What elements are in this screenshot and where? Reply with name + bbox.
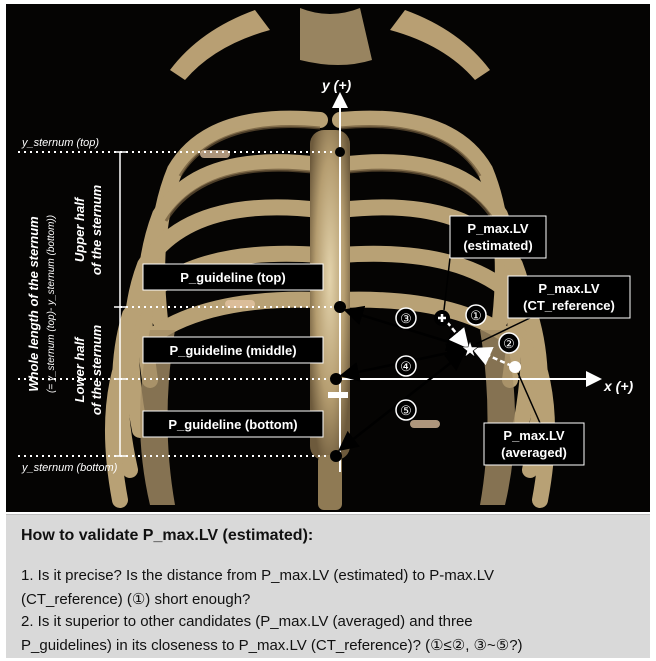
guideline-bottom-marker bbox=[330, 450, 342, 462]
svg-text:②: ② bbox=[503, 336, 515, 351]
ct-reference-label-box: P_max.LV (CT_reference) bbox=[508, 276, 630, 318]
ct-reference-label-2: (CT_reference) bbox=[523, 298, 615, 313]
whole-length-label: Whole length of the sternum bbox=[26, 216, 41, 392]
averaged-label-1: P_max.LV bbox=[503, 428, 565, 443]
upper-half-label-2: of the sternum bbox=[89, 184, 104, 275]
sternum-top-label: y_sternum (top) bbox=[21, 137, 99, 149]
lower-half-label-1: Lower half bbox=[72, 336, 87, 403]
y-axis-label: y (+) bbox=[321, 77, 352, 93]
guideline-bottom-box: P_guideline (bottom) bbox=[143, 411, 323, 437]
marker-2: ② bbox=[499, 333, 519, 353]
guideline-bottom-label: P_guideline (bottom) bbox=[168, 417, 297, 432]
estimated-label-2: (estimated) bbox=[463, 238, 532, 253]
estimated-point-icon bbox=[434, 310, 450, 326]
svg-text:③: ③ bbox=[400, 311, 412, 326]
svg-text:④: ④ bbox=[400, 359, 412, 374]
sternum-bottom-label: y_sternum (bottom) bbox=[21, 462, 118, 474]
lower-half-label-2: of the sternum bbox=[89, 324, 104, 415]
marker-5: ⑤ bbox=[396, 400, 416, 420]
estimated-label-box: P_max.LV (estimated) bbox=[450, 216, 546, 258]
marker-4: ④ bbox=[396, 356, 416, 376]
upper-half-label-1: Upper half bbox=[72, 196, 87, 262]
panel-title: How to validate P_max.LV (estimated): bbox=[21, 527, 313, 545]
whole-length-formula: (= y_sternum (top)- y_sternum (bottom)) bbox=[46, 215, 57, 393]
svg-text:①: ① bbox=[470, 308, 482, 323]
panel-line-2: (CT_reference) (①) short enough? bbox=[21, 590, 250, 608]
svg-text:⑤: ⑤ bbox=[400, 403, 412, 418]
averaged-label-box: P_max.LV (averaged) bbox=[484, 423, 584, 465]
marker-3: ③ bbox=[396, 308, 416, 328]
guideline-middle-box: P_guideline (middle) bbox=[143, 337, 323, 363]
guideline-top-label: P_guideline (top) bbox=[180, 270, 285, 285]
ct-reference-label-1: P_max.LV bbox=[538, 281, 600, 296]
panel-line-4: P_guidelines) in its closeness to P_max.… bbox=[21, 636, 523, 654]
panel-line-1: 1. Is it precise? Is the distance from P… bbox=[21, 567, 494, 584]
guideline-middle-label: P_guideline (middle) bbox=[169, 343, 296, 358]
guideline-top-point bbox=[335, 147, 345, 157]
estimated-label-1: P_max.LV bbox=[467, 221, 529, 236]
guideline-top-marker bbox=[334, 301, 346, 313]
averaged-point bbox=[509, 361, 521, 373]
guideline-top-box: P_guideline (top) bbox=[143, 264, 323, 290]
marker-1: ① bbox=[466, 305, 486, 325]
panel-line-3: 2. Is it superior to other candidates (P… bbox=[21, 613, 473, 630]
guideline-middle-marker bbox=[330, 373, 342, 385]
averaged-label-2: (averaged) bbox=[501, 445, 567, 460]
x-axis-label: x (+) bbox=[603, 378, 634, 394]
validation-panel: How to validate P_max.LV (estimated): 1.… bbox=[6, 514, 650, 658]
